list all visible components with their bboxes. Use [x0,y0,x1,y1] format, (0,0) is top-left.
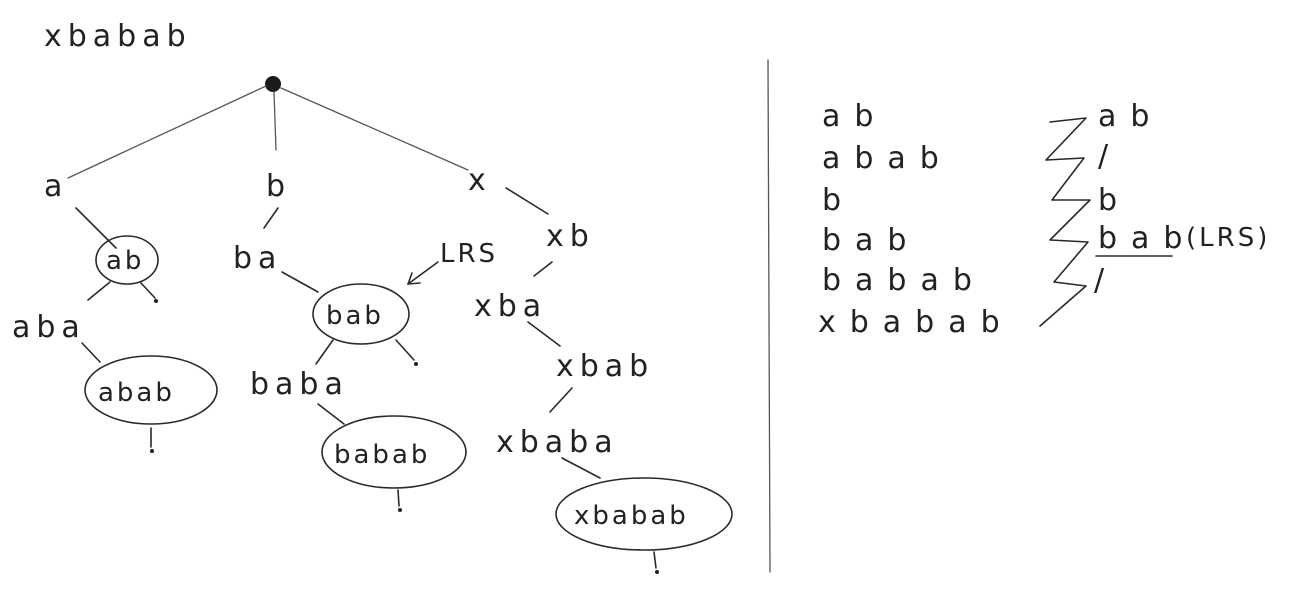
node-abab-circle [84,355,218,425]
leaf-bab [414,362,418,366]
edge-bab-baba [315,339,334,365]
suffix-row: bab [822,223,920,258]
node-xbabab-circle [555,477,733,551]
edge-xba-xbab [527,321,561,347]
node-ab-circle [95,235,159,285]
prefix-row: b [1098,183,1131,218]
edge-label-ba: ba [233,241,282,276]
node-xbabab-label: xbabab [574,501,689,531]
title-string: xbabab [44,19,192,54]
edge-xb-xba [533,261,553,277]
suffix-row: xbabab [818,305,1014,340]
edge-label-x: x [468,163,492,198]
common-prefix-list: ab / b bab / [1094,99,1196,298]
suffix-row: ab [822,99,887,134]
edge-ab-leaf [140,282,156,299]
edge-ab-aba [87,281,111,301]
node-bab-label: bab [326,301,384,331]
edge-label-xb: xb [546,219,595,254]
lrs-arrow-shaft [407,261,439,285]
edge-root-b [273,91,277,151]
edge-aba-abab [81,342,101,363]
node-ab-label: ab [106,246,144,276]
root-node [265,76,281,92]
node-abab-label: abab [98,378,175,408]
edge-label-a: a [44,169,68,204]
edge-xbabab-leaf [653,551,657,569]
suffix-row: babab [822,263,986,298]
edge-xbab-xbaba [549,387,573,413]
prefix-row: ab [1098,99,1163,134]
edge-label-xbaba: xbaba [496,425,619,460]
suffix-row: abab [822,141,953,176]
node-babab-label: babab [334,440,430,470]
edge-label-xbab: xbab [556,349,654,384]
edge-root-x [280,87,469,171]
lrs-arrow-head [407,272,421,285]
lrs-marker: (LRS) [1186,223,1270,253]
edge-babab-leaf [397,489,400,507]
prefix-row: / [1098,139,1122,174]
edge-a-ab [75,207,117,249]
lrs-annotation: LRS [440,239,498,269]
leaf-abab [150,449,154,453]
sorted-suffix-list: ab abab b bab babab xbabab [818,99,1014,340]
edge-ba-bab [281,271,319,293]
edge-bab-leaf [395,339,415,361]
edge-label-xba: xba [474,289,547,324]
node-bab-circle [312,283,410,345]
zigzag-connector [1039,117,1091,327]
node-babab-circle [321,415,467,489]
leaf-xbabab [655,570,659,574]
leaf-ab [154,299,158,303]
edge-baba-babab [317,403,345,425]
leaf-babab [398,508,402,512]
edge-label-b: b [266,169,291,204]
edge-x-xb [505,187,549,215]
edge-xbaba-xbabab [561,457,601,479]
edge-b-ba [263,207,279,229]
suffix-row: b [822,183,855,218]
prefix-row: bab [1098,221,1196,256]
edge-label-baba: baba [250,367,349,402]
prefix-row: / [1094,263,1118,298]
panel-divider [767,59,771,573]
edge-label-aba: aba [12,310,86,345]
edge-root-a [67,85,267,179]
